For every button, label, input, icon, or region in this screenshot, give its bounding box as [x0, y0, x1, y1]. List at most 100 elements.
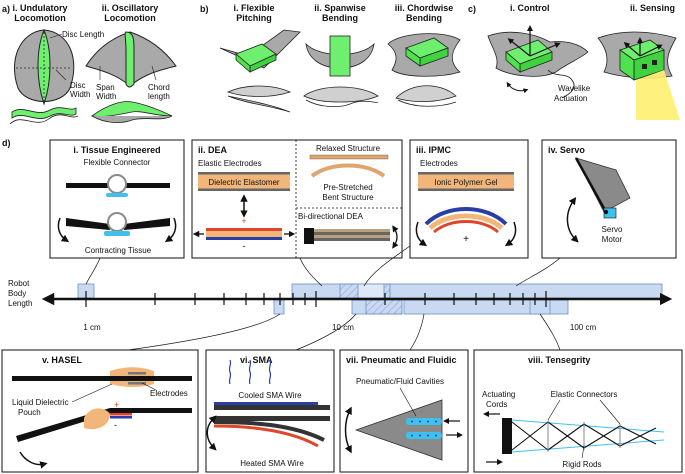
panel-a: a) i. Undulatory Locomotion Disc Length …	[2, 3, 177, 125]
span-width-label-2: Width	[96, 92, 116, 101]
contracting-tissue-label: Contracting Tissue	[85, 246, 152, 255]
hasel-electrodes-label: Electrodes	[150, 389, 188, 398]
tick-1cm: 1 cm	[83, 323, 101, 332]
actuating-cords-label-1: Actuating	[482, 390, 515, 399]
panel-a-letter: a)	[2, 4, 10, 14]
actuating-cords-label-2: Cords	[486, 400, 507, 409]
chordwise-title-2: Bending	[406, 13, 442, 23]
wavelike-label-2: Actuation	[554, 94, 587, 103]
axis-label-3: Length	[8, 299, 32, 308]
ipmc-electrodes-label: Electrodes	[420, 159, 458, 168]
elastic-connectors	[547, 420, 621, 452]
pneumatic-title: vii. Pneumatic and Fluidic	[346, 355, 457, 365]
liquid-dielectric-label-2: Pouch	[18, 408, 41, 417]
servo-box: iv. Servo Servo Motor	[541, 139, 677, 259]
elastic-electrodes-label: Elastic Electrodes	[198, 159, 262, 168]
hasel-plus: +	[114, 400, 119, 410]
spanwise-actuator	[329, 35, 351, 77]
disc-side-view	[11, 107, 77, 119]
relaxed-structure-label: Relaxed Structure	[316, 144, 381, 153]
tissue-relaxed	[106, 193, 128, 197]
tensegrity-box: viii. Tensegrity Actuating Cords Elastic…	[473, 349, 683, 473]
disc-green-strip	[37, 28, 51, 106]
dea-plus: +	[241, 216, 246, 226]
ionic-polymer-layer	[418, 174, 514, 189]
servo-motor-icon	[603, 207, 617, 219]
disc-width-label-2: Width	[70, 90, 90, 99]
hasel-box: v. HASEL Electrodes Liquid Dielectric Po…	[1, 349, 199, 473]
bidirectional-label: Bi-directional DEA	[298, 212, 364, 221]
ipmc-bent	[428, 213, 504, 230]
ionic-polymer-label: Ionic Polymer Gel	[434, 178, 497, 187]
fluid-cavity-2	[406, 432, 442, 439]
wavelike-label-1: Wavelike	[558, 84, 591, 93]
dielectric-elastomer-layer	[198, 174, 290, 189]
prestretched-label-2: Bent Structure	[322, 193, 374, 202]
range-hasel	[273, 299, 285, 315]
panel-b-letter: b)	[200, 4, 209, 14]
sma-title: vi. SMA	[240, 355, 273, 365]
dielectric-elastomer-label: Dielectric Elastomer	[208, 178, 279, 187]
heated-sma-label: Heated SMA Wire	[240, 459, 304, 468]
spanwise-profile	[303, 86, 379, 103]
chord-length-label-1: Chord	[148, 83, 170, 92]
panel-c: c) i. Control Wavelike Actuation ii. Sen…	[468, 3, 680, 120]
range-servo	[389, 283, 663, 299]
chord-length-label-2: length	[148, 92, 170, 101]
tensegrity-base	[502, 418, 512, 454]
panel-d-letter: d)	[2, 138, 11, 148]
panel-b: b) i. Flexible Pitching ii. Spanwise Ben…	[200, 3, 461, 113]
heated-sma-wire	[213, 424, 319, 448]
spanwise-title: ii. Spanwise	[314, 3, 366, 13]
camera-lens-icon	[642, 64, 647, 69]
hasel-minus: -	[114, 420, 117, 430]
control-title: i. Control	[510, 3, 550, 13]
ipmc-box: iii. IPMC Electrodes Ionic Polymer Gel -…	[409, 139, 529, 259]
flexible-connector-label: Flexible Connector	[84, 158, 151, 167]
servo-title: iv. Servo	[548, 145, 585, 155]
pneumatic-fin	[354, 399, 443, 461]
elastic-connectors-label: Elastic Connectors	[551, 390, 618, 399]
chordwise-profile	[395, 85, 457, 102]
rigid-rods-label: Rigid Rods	[562, 460, 601, 469]
pneumatic-box: vii. Pneumatic and Fluidic Pneumatic/Flu…	[339, 349, 469, 473]
camera-lens-icon-2	[652, 60, 657, 65]
tissue-title: i. Tissue Engineered	[73, 145, 160, 155]
sma-box: vi. SMA Cooled SMA Wire Heated SMA Wire	[205, 349, 335, 473]
liquid-dielectric-label-1: Liquid Dielectric	[12, 398, 68, 407]
undulatory-title: i. Undulatory	[12, 3, 67, 13]
cavities-label: Pneumatic/Fluid Cavities	[356, 377, 444, 386]
axis-label-1: Robot	[8, 279, 30, 288]
prestretched-structure	[310, 163, 386, 178]
tick-10cm: 10 cm	[332, 323, 354, 332]
fluid-cavity-1	[406, 418, 442, 425]
undulatory-title-2: Locomotion	[14, 13, 66, 23]
tensegrity-title: viii. Tensegrity	[528, 355, 590, 365]
ray-side-view	[90, 101, 173, 117]
tick-100cm: 100 cm	[570, 323, 597, 332]
oscillatory-title: ii. Oscillatory	[102, 3, 159, 13]
size-axis: Robot Body Length	[8, 245, 673, 351]
spanwise-title-2: Bending	[322, 13, 358, 23]
tissue-contracted	[104, 231, 130, 236]
chordwise-title: iii. Chordwise	[395, 3, 454, 13]
disc-width-label-1: Disc	[70, 81, 86, 90]
disc-length-label: Disc Length	[62, 30, 104, 39]
servo-motor-label-2: Motor	[602, 235, 623, 244]
ipmc-plus: +	[463, 234, 469, 245]
cooled-sma-label: Cooled SMA Wire	[238, 391, 302, 400]
panel-d: d) i. Tissue Engineered Flexible Connect…	[1, 138, 683, 473]
flexible-pitching-title-2: Pitching	[236, 13, 272, 23]
panel-c-letter: c)	[468, 4, 476, 14]
ray-green-strip	[124, 31, 135, 88]
relaxed-structure	[309, 154, 389, 160]
pitching-profile	[226, 85, 292, 97]
range-tensegrity	[529, 299, 551, 315]
tissue-box: i. Tissue Engineered Flexible Connector …	[49, 139, 185, 259]
flexible-connector-ring	[107, 174, 127, 194]
servo-motor-label-1: Servo	[602, 225, 623, 234]
oscillatory-title-2: Locomotion	[104, 13, 156, 23]
hasel-title: v. HASEL	[42, 355, 82, 365]
dea-box: ii. DEA Elastic Electrodes Dielectric El…	[191, 139, 403, 259]
